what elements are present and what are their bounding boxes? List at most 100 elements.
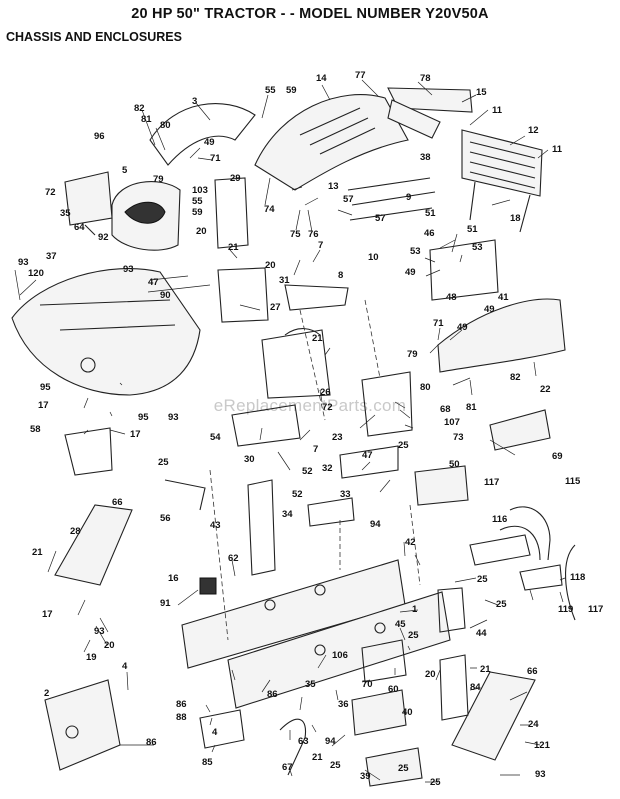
callout-106: 106 (332, 650, 348, 661)
callout-66: 66 (527, 666, 538, 677)
callout-78: 78 (420, 73, 431, 84)
callout: 20 (425, 669, 436, 680)
callout-55: 55 (192, 196, 203, 207)
callout-14: 14 (316, 73, 327, 84)
callout-4: 4 (212, 727, 218, 738)
part-drawings (11, 87, 576, 787)
callout-53: 53 (410, 246, 421, 257)
callout-86: 86 (146, 737, 157, 748)
callout-29: 29 (230, 173, 241, 184)
callout-115: 115 (565, 476, 581, 487)
callout-77: 77 (355, 70, 366, 81)
callout-32: 32 (322, 463, 333, 474)
callout-117: 117 (588, 604, 603, 615)
callout-72: 72 (45, 187, 56, 198)
callout-85: 85 (202, 757, 213, 768)
callout: 25 (398, 763, 409, 774)
callout-59: 59 (286, 85, 297, 96)
callout-38: 38 (420, 152, 431, 163)
callout: 49 (457, 322, 468, 333)
callout-16: 16 (168, 573, 179, 584)
callout-75: 75 (290, 229, 301, 240)
callout-82: 82 (134, 103, 145, 114)
callout-20: 20 (265, 260, 276, 271)
callout: 25 (430, 777, 441, 788)
diagram-subtitle: CHASSIS AND ENCLOSURES (6, 30, 182, 44)
callout-50: 50 (449, 459, 460, 470)
callout-81: 81 (141, 114, 152, 125)
callout-47: 47 (148, 277, 159, 288)
callout-3: 3 (192, 96, 197, 107)
callout-58: 58 (30, 424, 41, 435)
callout-48: 48 (446, 292, 457, 303)
callout-17: 17 (130, 429, 141, 440)
callout-93: 93 (535, 769, 546, 780)
callout-25: 25 (330, 760, 341, 771)
callout-49: 49 (405, 267, 416, 278)
callout-42: 42 (405, 537, 416, 548)
leader-lines (14, 79, 566, 783)
callout-52: 52 (302, 466, 313, 477)
callout-25: 25 (408, 630, 419, 641)
callout-51: 51 (467, 224, 478, 235)
callout-25: 25 (398, 440, 409, 451)
callout-2: 2 (44, 688, 49, 699)
callout-17: 17 (38, 400, 49, 411)
callout-57: 57 (375, 213, 386, 224)
callout-103: 103 (192, 185, 208, 196)
callout-47: 47 (362, 450, 373, 461)
callout-121: 121 (534, 740, 551, 751)
callout-95: 95 (138, 412, 149, 423)
callout-49: 49 (484, 304, 495, 315)
callout-28: 28 (70, 526, 81, 537)
callout-43: 43 (210, 520, 221, 531)
callout-57: 57 (343, 194, 354, 205)
callout-93: 93 (94, 626, 105, 637)
callout-74: 74 (264, 204, 275, 215)
callout-79: 79 (407, 349, 418, 360)
callout-53: 53 (472, 242, 483, 253)
callout-95: 95 (40, 382, 51, 393)
callout-71: 71 (210, 153, 221, 164)
callout: 21 (312, 752, 323, 763)
callout-118: 118 (570, 572, 585, 583)
callout-66: 66 (112, 497, 123, 508)
callout-96: 96 (94, 131, 105, 142)
callout-86: 86 (267, 689, 278, 700)
callout-9: 9 (406, 192, 411, 203)
callout-117: 117 (484, 477, 499, 488)
callout-86: 86 (176, 699, 187, 710)
callout-70: 70 (362, 679, 373, 690)
callout-13: 13 (328, 181, 339, 192)
callout-21: 21 (480, 664, 491, 675)
callout-92: 92 (98, 232, 109, 243)
callout-1: 1 (412, 604, 418, 615)
callout: 7 (318, 240, 323, 251)
callout-93: 93 (18, 257, 29, 268)
callout-71: 71 (433, 318, 444, 329)
callout-34: 34 (282, 509, 293, 520)
callout-79: 79 (153, 174, 164, 185)
diagram-title: 20 HP 50" TRACTOR - - MODEL NUMBER Y20V5… (131, 6, 489, 22)
callout-60: 60 (388, 684, 399, 695)
callout: 7 (313, 444, 318, 455)
callout-35: 35 (60, 208, 71, 219)
callout-40: 40 (402, 707, 413, 718)
callout-22: 22 (540, 384, 551, 395)
callout-107: 107 (444, 417, 460, 428)
callout-25: 25 (496, 599, 507, 610)
callout-84: 84 (470, 682, 481, 693)
callout-81: 81 (466, 402, 477, 413)
callout-41: 41 (498, 292, 509, 303)
callout-88: 88 (176, 712, 187, 723)
callout-90: 90 (160, 290, 171, 301)
callout-91: 91 (160, 598, 171, 609)
callout-25: 25 (158, 457, 169, 468)
callout-20: 20 (196, 226, 207, 237)
callout-20: 20 (104, 640, 115, 651)
callout-72: 72 (322, 402, 333, 413)
callout-69: 69 (552, 451, 563, 462)
callout-93: 93 (123, 264, 134, 275)
callout-31: 31 (279, 275, 290, 286)
